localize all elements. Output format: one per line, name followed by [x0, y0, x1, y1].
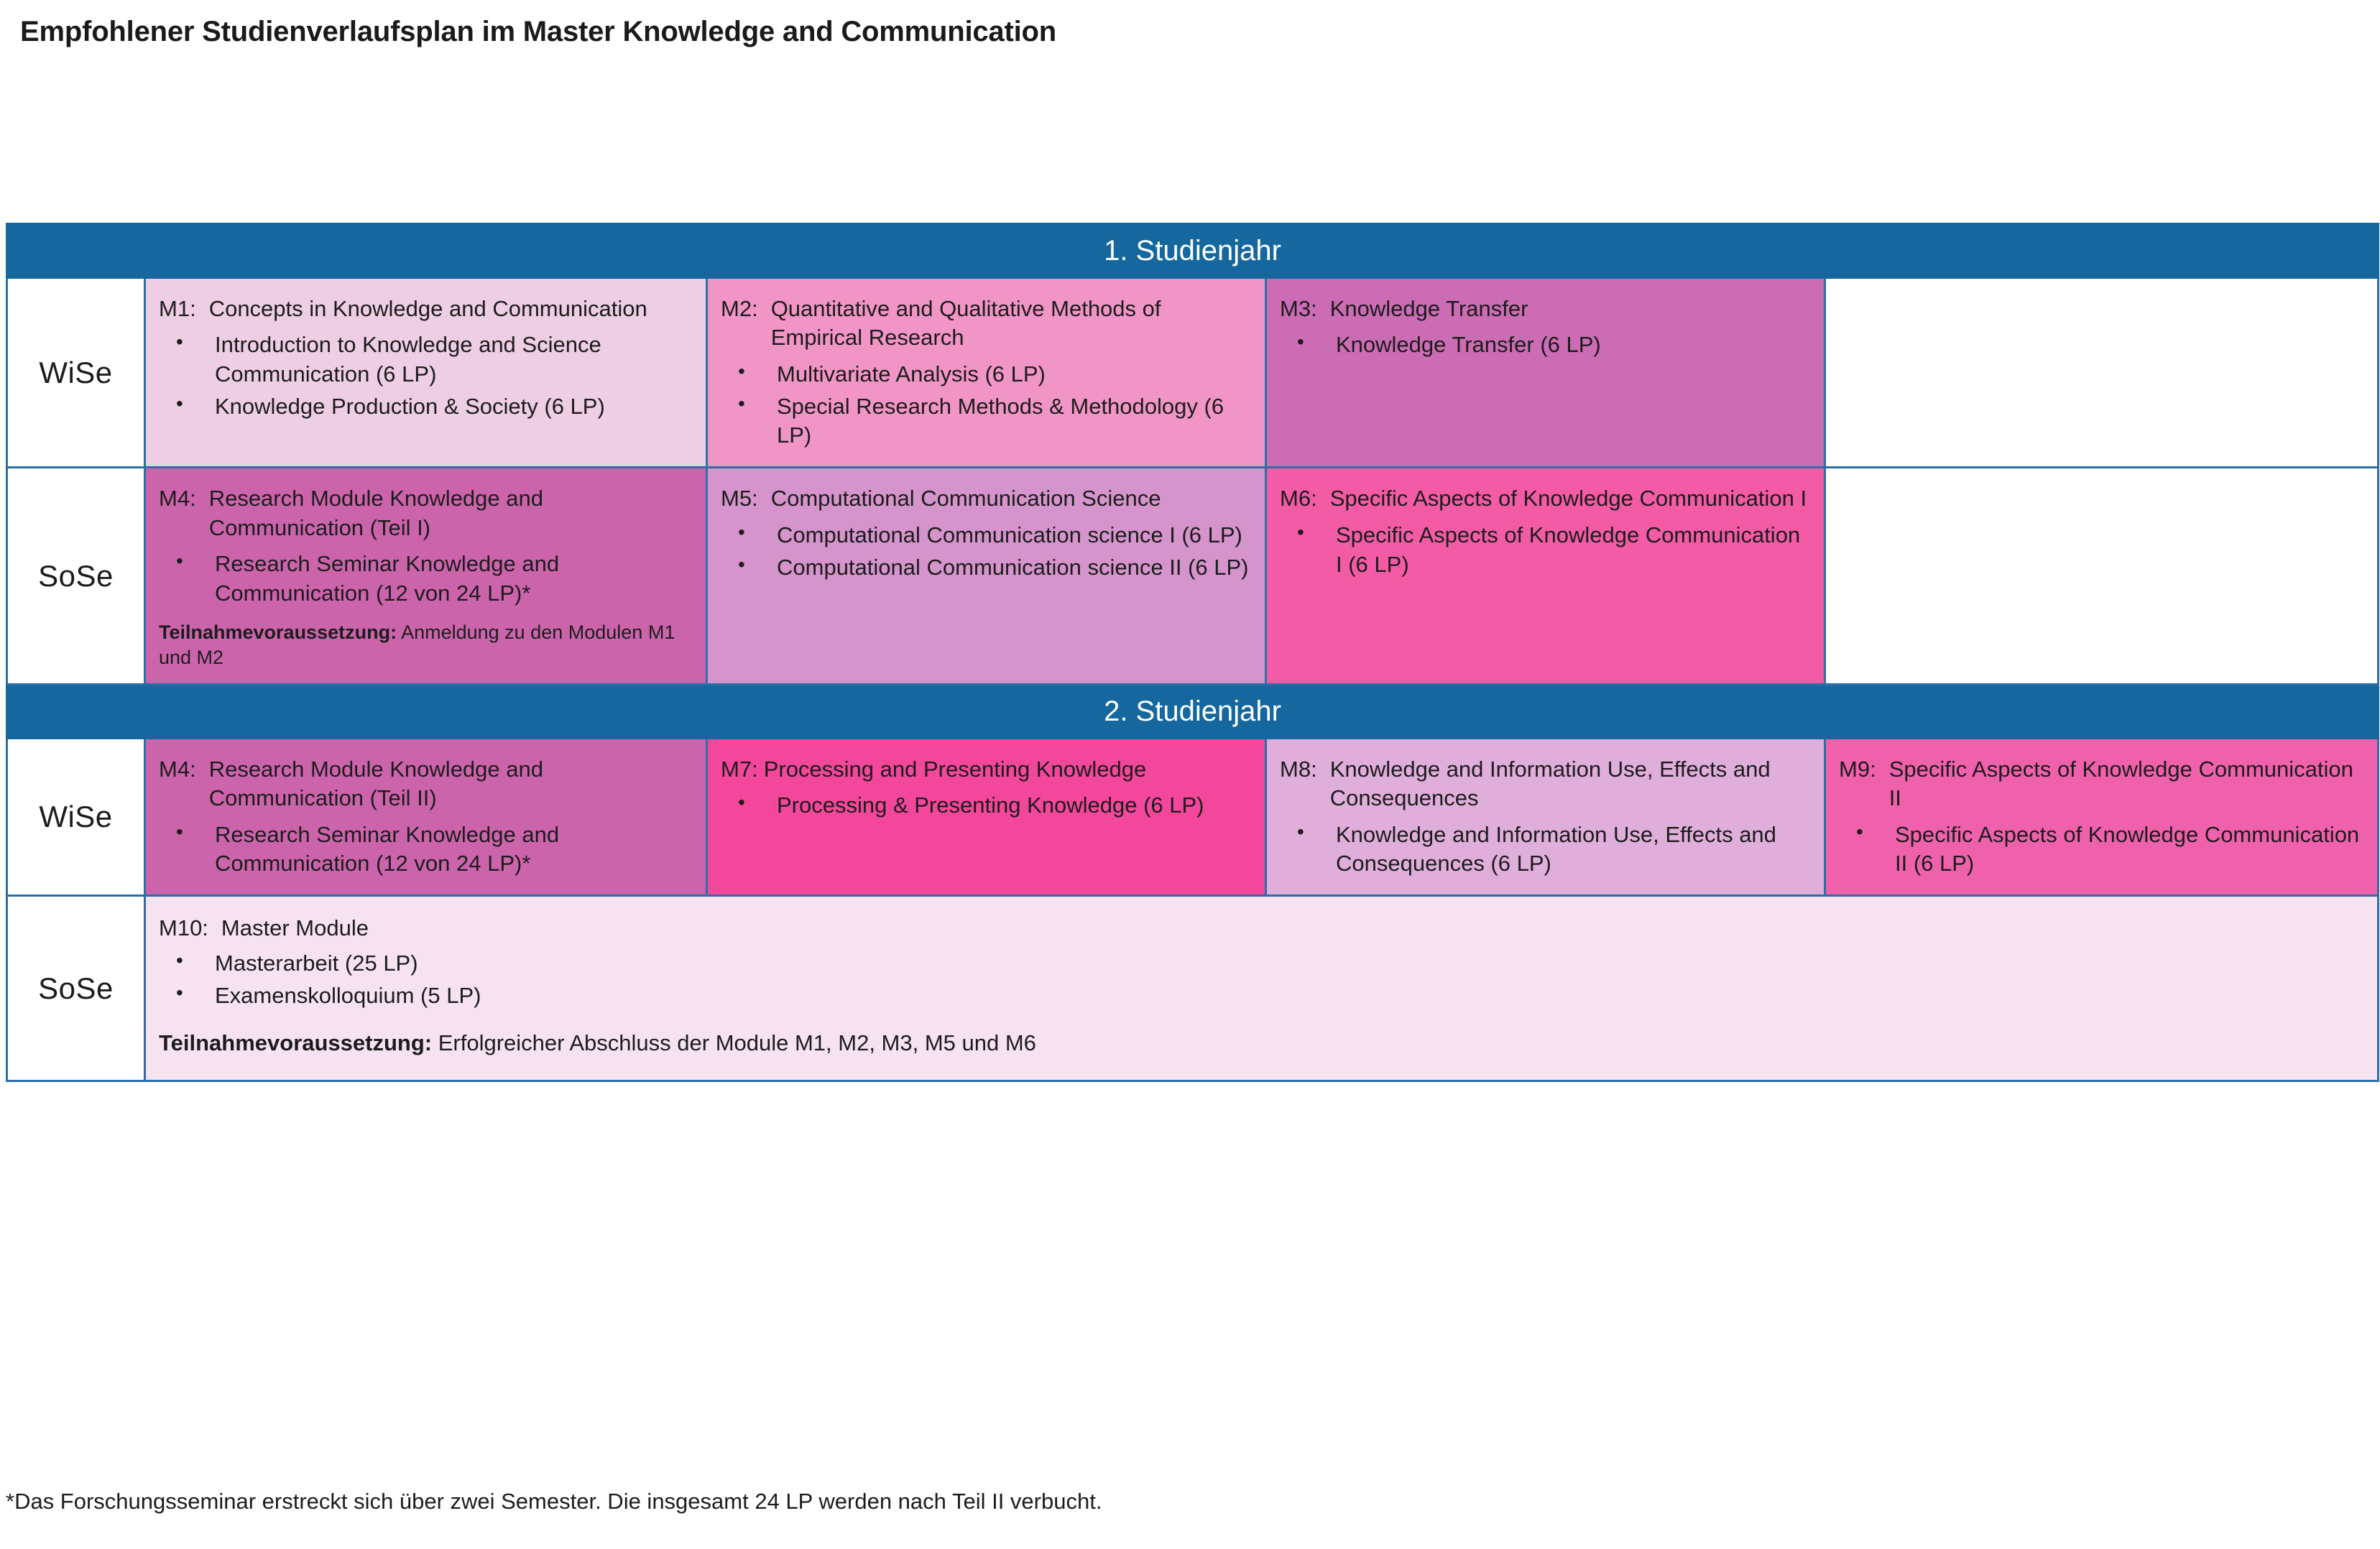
module-title-m4a: M4: Research Module Knowledge and Commun… [159, 484, 693, 542]
module-code: M6: [1280, 486, 1317, 512]
list-item: Research Seminar Knowledge and Communica… [159, 819, 693, 879]
semester-text: WiSe [39, 355, 113, 389]
module-code: M4: [159, 486, 196, 512]
module-items-m3: Knowledge Transfer (6 LP) [1280, 329, 1811, 360]
module-items-m5: Computational Communication science I (6… [721, 519, 1252, 583]
module-cell-m4-teil-2[interactable]: M4: Research Module Knowledge and Commun… [144, 736, 708, 897]
year-1-banner: 1. Studienjahr [6, 223, 2379, 279]
module-name: Processing and Presenting Knowledge [763, 756, 1147, 782]
list-item: Knowledge and Information Use, Effects a… [1280, 819, 1811, 879]
module-name: Concepts in Knowledge and Communication [208, 296, 647, 321]
module-code: M8: [1280, 756, 1317, 782]
module-title-m8: M8: Knowledge and Information Use, Effec… [1280, 755, 1811, 813]
module-name: Knowledge and Information Use, Effects a… [1329, 756, 1771, 811]
year-1-label: 1. Studienjahr [1104, 235, 1281, 267]
module-name: Quantitative and Qualitative Methods of … [770, 296, 1161, 351]
list-item: Knowledge Transfer (6 LP) [1280, 329, 1811, 360]
module-items-m7: Processing & Presenting Knowledge (6 LP) [721, 790, 1252, 820]
module-items-m8: Knowledge and Information Use, Effects a… [1280, 819, 1811, 879]
module-title-m2: M2: Quantitative and Qualitative Methods… [721, 295, 1252, 353]
module-items-m9: Specific Aspects of Knowledge Communicat… [1839, 819, 2364, 879]
module-cell-m1[interactable]: M1: Concepts in Knowledge and Communicat… [144, 276, 708, 469]
module-items-m2: Multivariate Analysis (6 LP) Special Res… [721, 359, 1252, 451]
module-cell-m5[interactable]: M5: Computational Communication Science … [706, 466, 1267, 685]
semester-text: SoSe [38, 558, 114, 593]
module-items-m6: Specific Aspects of Knowledge Communicat… [1280, 519, 1811, 580]
semester-text: SoSe [38, 971, 114, 1005]
module-name: Research Module Knowledge and Communicat… [208, 756, 543, 811]
prerequisite-label: Teilnahmevoraussetzung: [159, 621, 397, 643]
study-plan-table: 1. Studienjahr WiSe M1: Concepts in Know… [6, 223, 2379, 1082]
semester-label-y1-sose: SoSe [6, 466, 146, 685]
semester-text: WiSe [39, 800, 113, 834]
list-item: Computational Communication science II (… [721, 552, 1252, 583]
module-code: M10: [159, 915, 208, 941]
list-item: Research Seminar Knowledge and Communica… [159, 548, 693, 609]
module-name: Research Module Knowledge and Communicat… [208, 486, 543, 540]
module-cell-m10[interactable]: M10: Master Module Masterarbeit (25 LP) … [144, 894, 2379, 1082]
module-code: M1: [159, 296, 196, 321]
year-2-banner-row: 2. Studienjahr [6, 683, 2379, 739]
list-item: Specific Aspects of Knowledge Communicat… [1839, 819, 2364, 879]
module-items-m4a: Research Seminar Knowledge and Communica… [159, 548, 693, 609]
semester-label-y1-wise: WiSe [6, 276, 146, 469]
module-title-m5: M5: Computational Communication Science [721, 484, 1252, 513]
list-item: Special Research Methods & Methodology (… [721, 391, 1252, 451]
list-item: Examenskolloquium (5 LP) [159, 980, 2364, 1011]
year-2-wise-row: WiSe M4: Research Module Knowledge and C… [6, 736, 2379, 897]
module-title-m6: M6: Specific Aspects of Knowledge Commun… [1280, 484, 1811, 513]
year-2-sose-row: SoSe M10: Master Module Masterarbeit (25… [6, 894, 2379, 1082]
module-title-m1: M1: Concepts in Knowledge and Communicat… [159, 295, 693, 323]
module-cell-m7[interactable]: M7: Processing and Presenting Knowledge … [706, 736, 1267, 897]
module-cell-m4-teil-1[interactable]: M4: Research Module Knowledge and Commun… [144, 466, 708, 685]
year-1-banner-row: 1. Studienjahr [6, 223, 2379, 279]
list-item: Multivariate Analysis (6 LP) [721, 359, 1252, 389]
module-name: Knowledge Transfer [1329, 296, 1528, 321]
semester-label-y2-wise: WiSe [6, 736, 146, 897]
year-2-banner: 2. Studienjahr [6, 683, 2379, 739]
module-cell-m3[interactable]: M3: Knowledge Transfer Knowledge Transfe… [1265, 276, 1826, 469]
list-item: Masterarbeit (25 LP) [159, 948, 2364, 979]
module-items-m1: Introduction to Knowledge and Science Co… [159, 329, 693, 422]
module-name: Master Module [221, 915, 369, 941]
module-items-m10: Masterarbeit (25 LP) Examenskolloquium (… [159, 948, 2364, 1011]
year-2-label: 2. Studienjahr [1104, 695, 1281, 727]
prerequisite-m4a: Teilnahmevoraussetzung: Anmeldung zu den… [159, 620, 693, 670]
list-item: Computational Communication science I (6… [721, 519, 1252, 550]
list-item: Knowledge Production & Society (6 LP) [159, 391, 693, 422]
module-name: Specific Aspects of Knowledge Communicat… [1888, 756, 2353, 811]
module-title-m9: M9: Specific Aspects of Knowledge Commun… [1839, 755, 2364, 813]
prerequisite-m10: Teilnahmevoraussetzung: Erfolgreicher Ab… [159, 1029, 2364, 1058]
page-title: Empfohlener Studienverlaufsplan im Maste… [20, 16, 1056, 47]
list-item: Introduction to Knowledge and Science Co… [159, 329, 693, 389]
prerequisite-text: Erfolgreicher Abschluss der Module M1, M… [432, 1030, 1036, 1056]
module-code: M7: [721, 756, 758, 782]
module-cell-empty-y1-sose [1824, 466, 2379, 685]
module-cell-empty-y1-wise [1824, 276, 2379, 469]
module-items-m4b: Research Seminar Knowledge and Communica… [159, 819, 693, 879]
module-cell-m6[interactable]: M6: Specific Aspects of Knowledge Commun… [1265, 466, 1826, 685]
list-item: Processing & Presenting Knowledge (6 LP) [721, 790, 1252, 820]
semester-label-y2-sose: SoSe [6, 894, 146, 1082]
module-name: Computational Communication Science [770, 486, 1161, 512]
module-title-m4b: M4: Research Module Knowledge and Commun… [159, 755, 693, 813]
module-cell-m8[interactable]: M8: Knowledge and Information Use, Effec… [1265, 736, 1826, 897]
module-code: M9: [1839, 756, 1876, 782]
prerequisite-label: Teilnahmevoraussetzung: [159, 1030, 433, 1056]
module-code: M3: [1280, 296, 1317, 321]
module-code: M2: [721, 296, 758, 321]
module-cell-m9[interactable]: M9: Specific Aspects of Knowledge Commun… [1824, 736, 2379, 897]
prerequisite-text: Anmeldung zu den Modulen M1 und M2 [159, 621, 675, 668]
module-code: M4: [159, 756, 196, 782]
list-item: Specific Aspects of Knowledge Communicat… [1280, 519, 1811, 580]
module-code: M5: [721, 486, 758, 512]
module-title-m3: M3: Knowledge Transfer [1280, 295, 1811, 323]
year-1-wise-row: WiSe M1: Concepts in Knowledge and Commu… [6, 276, 2379, 469]
year-1-sose-row: SoSe M4: Research Module Knowledge and C… [6, 466, 2379, 685]
module-title-m10: M10: Master Module [159, 914, 2364, 943]
module-cell-m2[interactable]: M2: Quantitative and Qualitative Methods… [706, 276, 1267, 469]
module-name: Specific Aspects of Knowledge Communicat… [1329, 486, 1807, 512]
footnote: *Das Forschungsseminar erstreckt sich üb… [6, 1489, 1102, 1514]
module-title-m7: M7: Processing and Presenting Knowledge [721, 755, 1252, 784]
